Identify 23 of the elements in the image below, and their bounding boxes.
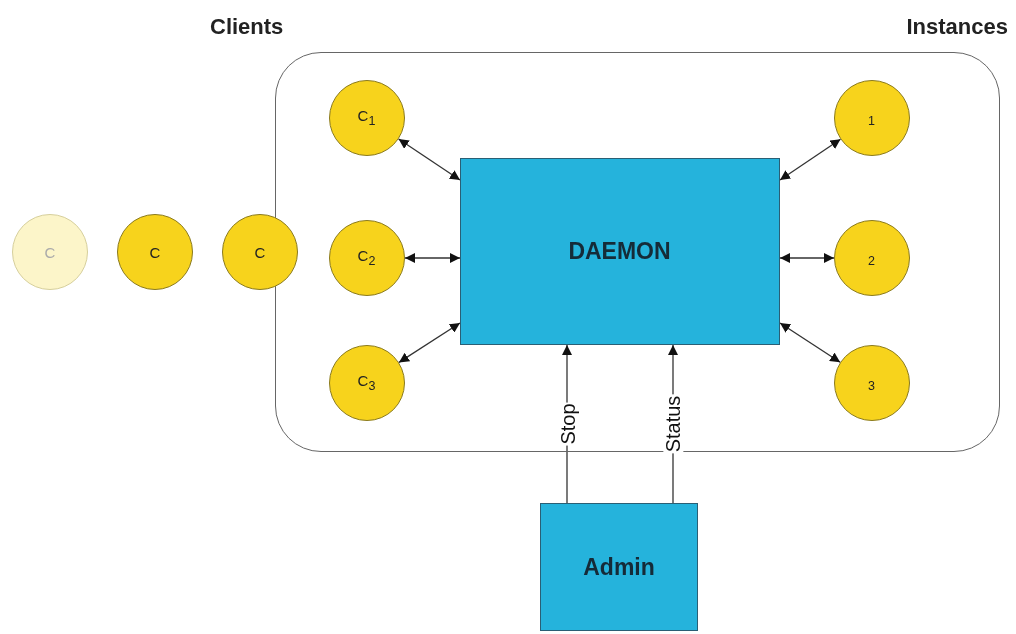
group-heading: Instances xyxy=(906,14,1008,40)
arrow xyxy=(779,253,835,263)
circle-node: C$_{1}$ xyxy=(328,79,405,156)
circle-node: 3 xyxy=(833,344,910,421)
arrow xyxy=(397,138,461,181)
arrow xyxy=(668,344,678,504)
arrow xyxy=(779,322,841,363)
circle-node: C$_{2}$ xyxy=(328,219,405,296)
edge-label: Status xyxy=(662,394,683,454)
group-frame xyxy=(275,52,1000,452)
circle-node: C$_{3}$ xyxy=(328,344,405,421)
group-heading: Clients xyxy=(210,14,284,40)
circle-node: C xyxy=(117,214,193,290)
arrow xyxy=(398,322,461,364)
circle-node: 2 xyxy=(833,219,910,296)
arrow xyxy=(779,138,842,181)
arrow xyxy=(404,253,461,263)
process-box: DAEMON xyxy=(459,157,780,345)
process-box: Admin xyxy=(540,503,698,631)
circle-node: C xyxy=(222,214,298,290)
circle-node: 1 xyxy=(833,79,910,156)
circle-node: C xyxy=(12,214,88,290)
arrow xyxy=(562,344,572,504)
